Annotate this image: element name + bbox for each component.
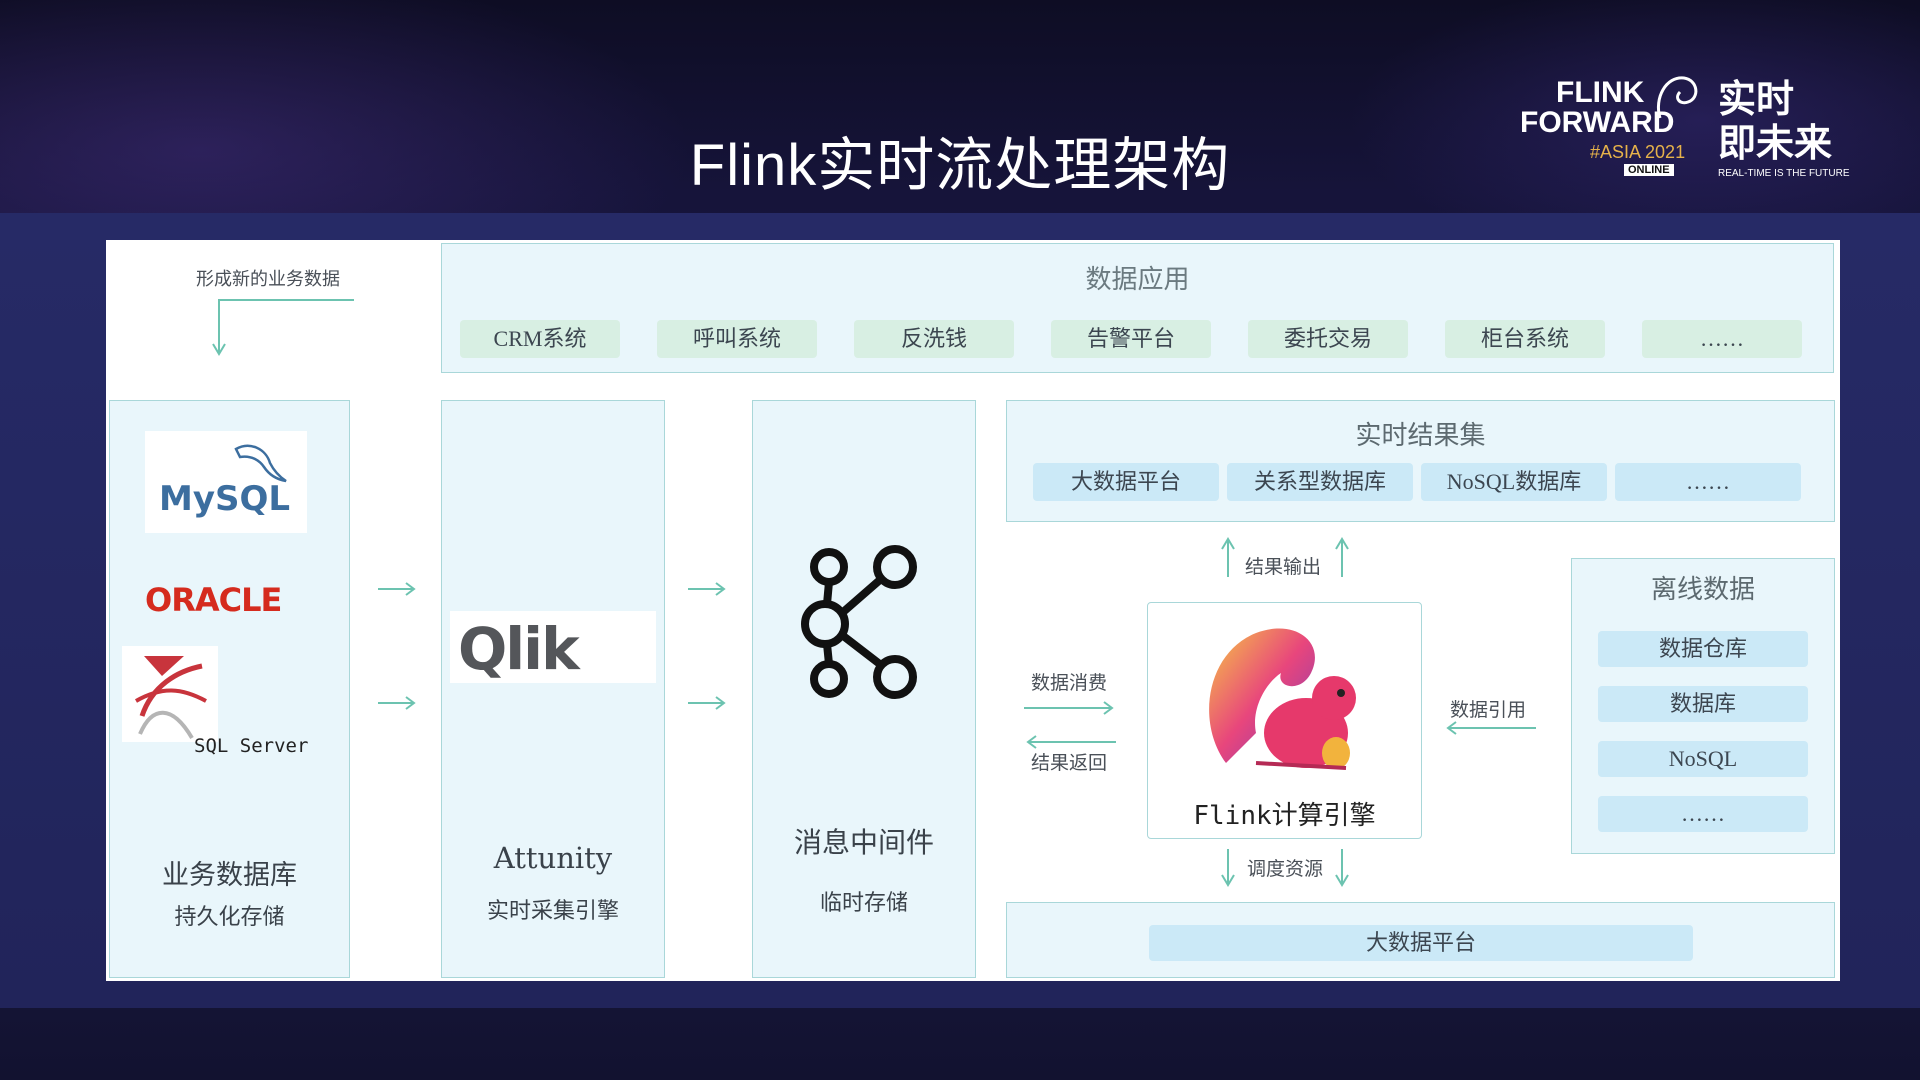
result-item-bigdata: 大数据平台 bbox=[1033, 463, 1219, 501]
app-item-aml: 反洗钱 bbox=[854, 320, 1014, 358]
result-item-nosql: NoSQL数据库 bbox=[1421, 463, 1607, 501]
reference-label: 数据引用 bbox=[1450, 700, 1527, 721]
data-application-title: 数据应用 bbox=[1085, 265, 1190, 294]
feedback-note: 形成新的业务数据 bbox=[196, 269, 340, 289]
db-to-collector-arrows bbox=[378, 582, 416, 710]
qlik-logo: Qlik bbox=[450, 611, 656, 683]
brand-event: #ASIA 2021 bbox=[1590, 142, 1686, 162]
app-item-call: 呼叫系统 bbox=[657, 320, 817, 358]
qlik-logo-text: Qlik bbox=[458, 615, 580, 683]
result-output-label: 结果输出 bbox=[1245, 557, 1322, 578]
feedback-arrow bbox=[212, 299, 354, 356]
brand-line1: FLINK bbox=[1556, 76, 1645, 109]
collector-title: Attunity bbox=[493, 841, 613, 875]
return-label: 结果返回 bbox=[1031, 753, 1108, 774]
app-item-counter: 柜台系统 bbox=[1445, 320, 1605, 358]
squirrel-outline-icon bbox=[1657, 76, 1698, 119]
offline-item-database: 数据库 bbox=[1598, 686, 1808, 722]
offline-item-warehouse: 数据仓库 bbox=[1598, 631, 1808, 667]
offline-item-more: …… bbox=[1598, 796, 1808, 832]
flink-squirrel-icon bbox=[1209, 628, 1356, 770]
kafka-icon bbox=[801, 545, 917, 699]
schedule-arrows bbox=[1221, 849, 1349, 887]
message-queue-box: 消息中间件 临时存储 bbox=[752, 400, 976, 978]
app-item-more: …… bbox=[1642, 320, 1802, 358]
mysql-logo-text: MySQL bbox=[159, 479, 291, 519]
flink-engine-box: Flink计算引擎 bbox=[1147, 602, 1422, 839]
bigdata-platform-label: 大数据平台 bbox=[1149, 925, 1693, 961]
business-db-subtitle: 持久化存储 bbox=[174, 904, 285, 929]
mq-title: 消息中间件 bbox=[793, 828, 934, 859]
result-item-rdb: 关系型数据库 bbox=[1227, 463, 1413, 501]
result-output-arrows bbox=[1221, 537, 1349, 577]
result-item-more: …… bbox=[1615, 463, 1801, 501]
collector-box: Qlik Attunity 实时采集引擎 bbox=[441, 400, 665, 978]
bigdata-platform-box: 大数据平台 bbox=[1006, 902, 1835, 978]
reference-arrow bbox=[1446, 721, 1536, 735]
app-item-alert: 告警平台 bbox=[1051, 320, 1211, 358]
slide-title: Flink实时流处理架构 bbox=[689, 133, 1231, 198]
brand-badge: ONLINE bbox=[1624, 164, 1674, 176]
offline-title: 离线数据 bbox=[1650, 575, 1755, 604]
data-application-box: 数据应用 CRM系统 呼叫系统 反洗钱 告警平台 委托交易 柜台系统 …… bbox=[441, 243, 1834, 373]
brand-tagline-en: REAL-TIME IS THE FUTURE bbox=[1718, 168, 1850, 179]
architecture-panel: 形成新的业务数据 数据应用 CRM系统 呼叫系统 反洗钱 告警平台 委托交易 柜… bbox=[106, 240, 1840, 981]
mq-subtitle: 临时存储 bbox=[819, 890, 908, 915]
brand-line2: FORWARD bbox=[1520, 106, 1675, 139]
offline-data-box: 离线数据 数据仓库 数据库 NoSQL …… bbox=[1571, 558, 1835, 854]
app-item-entrust: 委托交易 bbox=[1248, 320, 1408, 358]
app-item-crm: CRM系统 bbox=[460, 320, 620, 358]
brand-tagline-cn-2: 即未来 bbox=[1718, 123, 1833, 165]
consume-return-arrows bbox=[1024, 701, 1116, 749]
sql-server-logo-icon bbox=[122, 646, 218, 742]
sql-server-label: SQL Server bbox=[194, 735, 309, 757]
business-db-box: MySQL ORACLE SQL Server 业务数据库 持久化存储 bbox=[109, 400, 350, 978]
brand-tagline-cn-1: 实时 bbox=[1718, 79, 1795, 121]
dolphin-icon bbox=[234, 444, 287, 483]
offline-item-nosql: NoSQL bbox=[1598, 741, 1808, 777]
collector-subtitle: 实时采集引擎 bbox=[486, 898, 619, 923]
consume-label: 数据消费 bbox=[1031, 673, 1108, 694]
realtime-results-box: 实时结果集 大数据平台 关系型数据库 NoSQL数据库 …… bbox=[1006, 400, 1835, 522]
oracle-logo: ORACLE bbox=[145, 581, 282, 619]
flink-engine-label: Flink计算引擎 bbox=[1193, 801, 1376, 831]
schedule-label: 调度资源 bbox=[1247, 859, 1324, 880]
mysql-logo: MySQL bbox=[145, 431, 307, 533]
business-db-title: 业务数据库 bbox=[162, 860, 297, 890]
collector-to-mq-arrows bbox=[688, 582, 726, 710]
results-title: 实时结果集 bbox=[1355, 421, 1486, 450]
